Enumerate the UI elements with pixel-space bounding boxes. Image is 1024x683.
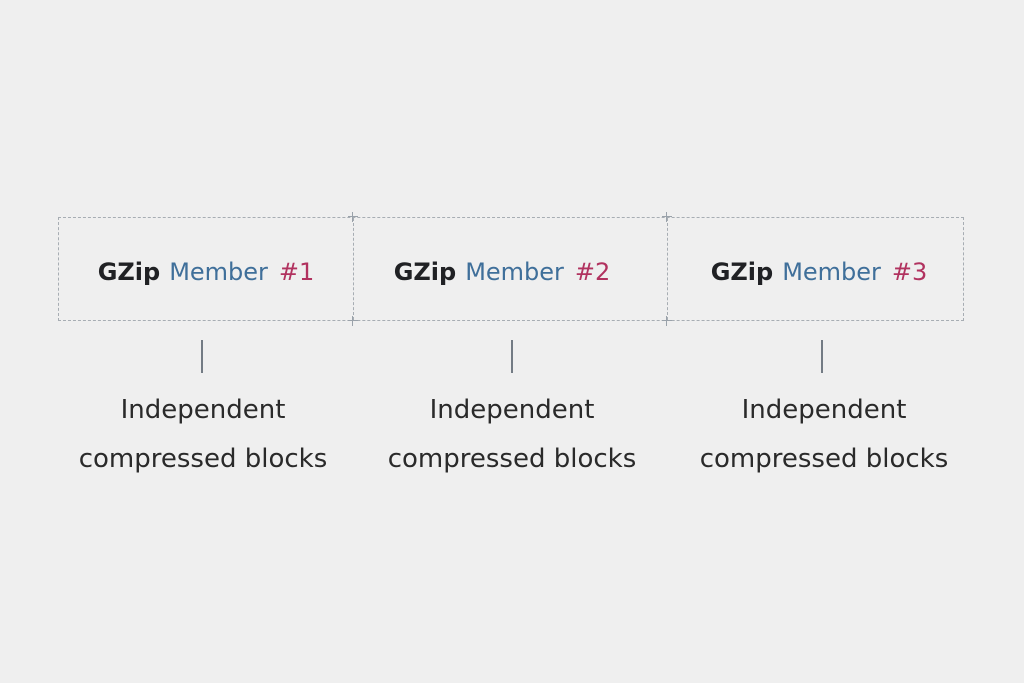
top-crosshair-marker-2 bbox=[662, 212, 672, 222]
member-connector-2 bbox=[511, 340, 513, 373]
member-caption-3: Independent compressed blocks bbox=[674, 386, 974, 484]
member-caption-text-2: Independent compressed blocks bbox=[387, 395, 637, 474]
top-crosshair-marker-1 bbox=[348, 212, 358, 222]
gzip-word-1: GZip bbox=[97, 258, 161, 286]
gzip-member-label-1: GZip Member #1 bbox=[86, 254, 326, 290]
gzip-member-label-3: GZip Member #3 bbox=[699, 254, 939, 290]
bottom-crosshair-marker-2 bbox=[662, 316, 672, 326]
member-connector-1 bbox=[201, 340, 203, 373]
member-connector-3 bbox=[821, 340, 823, 373]
member-caption-text-3: Independent compressed blocks bbox=[699, 395, 949, 474]
bottom-crosshair-marker-1 bbox=[348, 316, 358, 326]
gzip-word-3: GZip bbox=[710, 258, 774, 286]
member-number-3: #3 bbox=[891, 258, 928, 286]
member-caption-2: Independent compressed blocks bbox=[362, 386, 662, 484]
member-caption-text-1: Independent compressed blocks bbox=[78, 395, 328, 474]
member-number-1: #1 bbox=[278, 258, 315, 286]
member-divider-1 bbox=[353, 218, 354, 320]
gzip-members-strip bbox=[58, 217, 964, 321]
member-word-1: Member bbox=[169, 258, 268, 286]
member-word-3: Member bbox=[782, 258, 881, 286]
member-divider-2 bbox=[667, 218, 668, 320]
member-caption-1: Independent compressed blocks bbox=[53, 386, 353, 484]
member-word-2: Member bbox=[465, 258, 564, 286]
gzip-word-2: GZip bbox=[393, 258, 457, 286]
gzip-member-label-2: GZip Member #2 bbox=[382, 254, 622, 290]
member-number-2: #2 bbox=[574, 258, 611, 286]
